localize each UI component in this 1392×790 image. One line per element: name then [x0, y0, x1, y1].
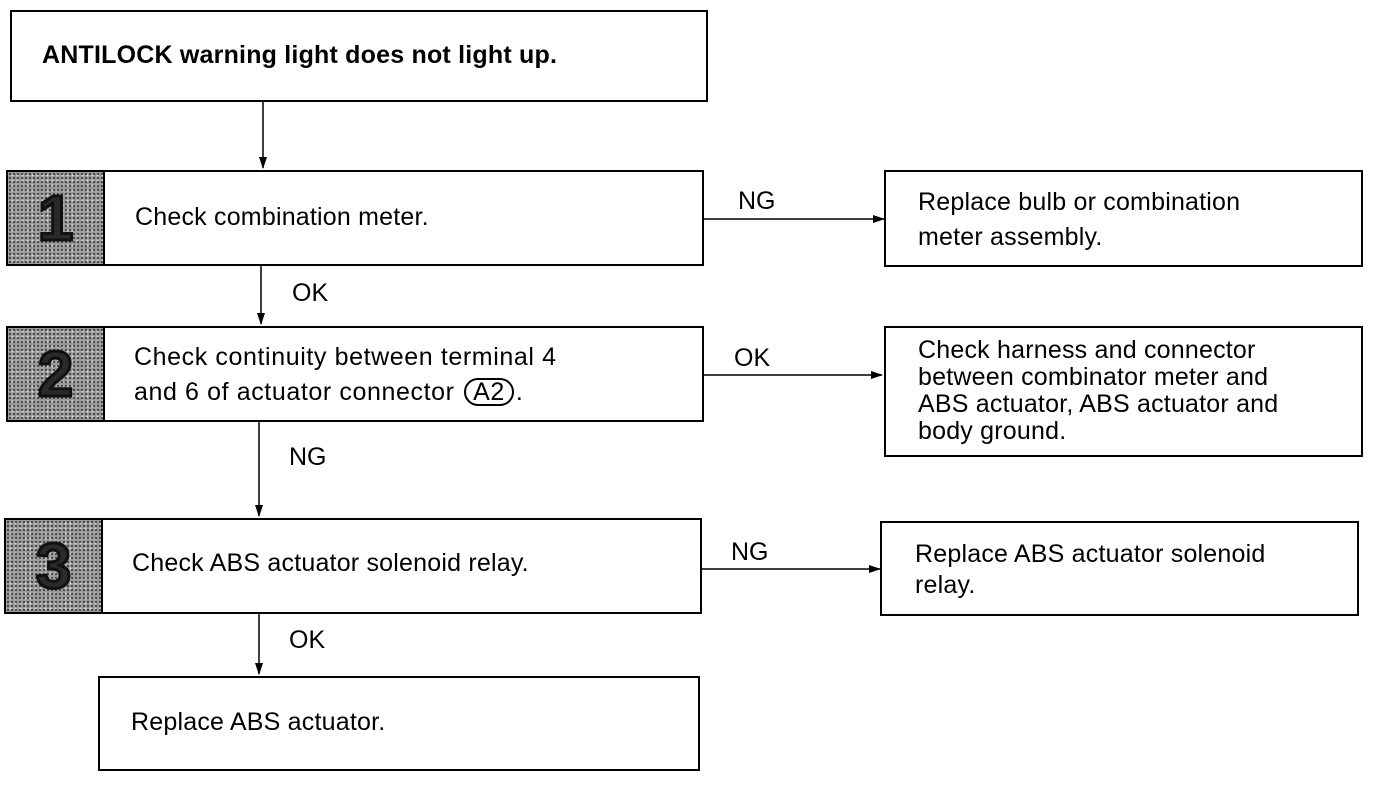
connector-code-badge: A2: [464, 378, 514, 406]
step-2-box: 2 Check continuity between terminal 4 an…: [6, 326, 704, 422]
step-1-ok-label: OK: [292, 279, 329, 307]
step-2-ng-label: NG: [289, 443, 327, 471]
step-3-text: Check ABS actuator solenoid relay.: [132, 549, 529, 577]
step-1-number-tab: 1: [8, 172, 105, 264]
step-2-number: 2: [36, 338, 75, 410]
step-2-number-tab: 2: [8, 328, 105, 420]
step-1-text: Check combination meter.: [135, 203, 429, 231]
result-2-box: Check harness and connector between comb…: [884, 326, 1363, 457]
step-2-text-line-2-prefix: and 6 of actuator connector: [134, 378, 455, 406]
final-box: Replace ABS actuator.: [98, 676, 700, 771]
step-2-text-line-2: and 6 of actuator connector A2.: [134, 378, 523, 406]
start-text: ANTILOCK warning light does not light up…: [42, 41, 558, 69]
step-1-box: 1 Check combination meter.: [6, 170, 704, 266]
result-2-line-4: body ground.: [918, 417, 1067, 445]
final-text: Replace ABS actuator.: [131, 708, 386, 736]
result-3-line-1: Replace ABS actuator solenoid: [915, 540, 1266, 568]
step-2-text-line-2-suffix: .: [515, 378, 524, 406]
step-1-number: 1: [36, 182, 75, 254]
step-2-text-line-1: Check continuity between terminal 4: [134, 343, 557, 371]
step-3-number-tab: 3: [6, 520, 103, 612]
result-3-line-2: relay.: [915, 571, 976, 599]
result-2-line-1: Check harness and connector: [918, 336, 1256, 364]
step-1-ng-label: NG: [738, 187, 776, 215]
result-1-box: Replace bulb or combination meter assemb…: [884, 170, 1363, 267]
start-box: ANTILOCK warning light does not light up…: [10, 10, 708, 102]
step-3-ok-label: OK: [289, 626, 326, 654]
result-2-line-2: between combinator meter and: [918, 363, 1269, 391]
step-3-box: 3 Check ABS actuator solenoid relay.: [4, 518, 702, 614]
step-3-number: 3: [34, 530, 73, 602]
result-1-line-2: meter assembly.: [918, 223, 1103, 251]
result-1-line-1: Replace bulb or combination: [918, 188, 1241, 216]
step-2-ok-side-label: OK: [734, 344, 771, 372]
step-3-ng-label: NG: [731, 538, 769, 566]
result-2-line-3: ABS actuator, ABS actuator and: [918, 390, 1279, 418]
result-3-box: Replace ABS actuator solenoid relay.: [880, 521, 1359, 616]
